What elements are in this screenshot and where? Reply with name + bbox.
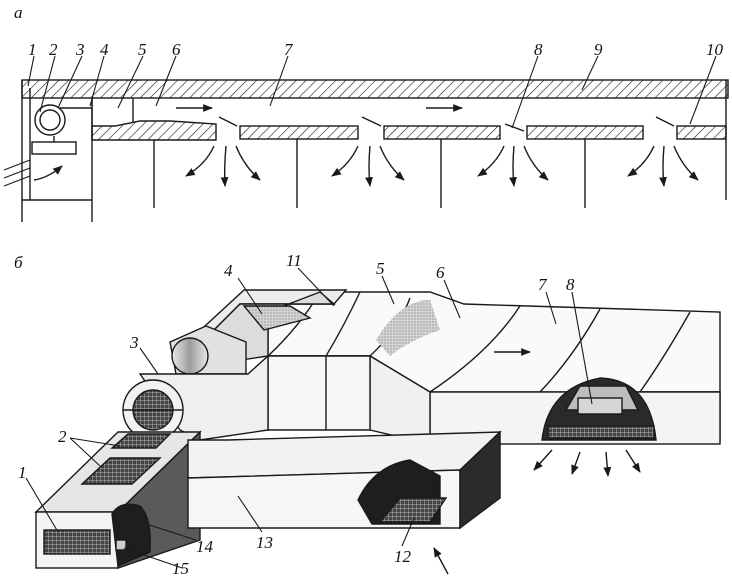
seg-line-2 xyxy=(325,291,361,357)
b-callout-11: 11 xyxy=(286,251,302,270)
fan-back-cylinder xyxy=(171,337,209,375)
heater-box xyxy=(31,141,77,155)
duct-plate-1 xyxy=(239,125,359,140)
damper-1 xyxy=(218,116,238,127)
b-callout-6: 6 xyxy=(436,263,445,282)
outlet-8-grille xyxy=(577,397,623,415)
damper-4 xyxy=(655,116,675,127)
seg-line-5 xyxy=(539,308,601,393)
a-callout-1: 1 xyxy=(28,40,37,59)
intake-1-grille xyxy=(43,529,111,555)
a-callout-5: 5 xyxy=(138,40,147,59)
damper-3 xyxy=(504,123,525,132)
return-duct-13-end xyxy=(459,430,501,530)
damper-15-handle xyxy=(115,539,127,551)
damper-2 xyxy=(361,116,382,127)
seg-line-4 xyxy=(429,305,521,393)
b-callout-15: 15 xyxy=(172,559,189,578)
b-callout-4: 4 xyxy=(224,261,233,280)
filter-2b xyxy=(110,433,172,449)
a-callout-3: 3 xyxy=(75,40,85,59)
fan-outer xyxy=(34,104,66,136)
seg-line-6 xyxy=(639,311,691,393)
intake-line-3 xyxy=(3,175,31,187)
duct-plate-2 xyxy=(383,125,501,140)
supply-arrows-3 xyxy=(477,145,549,187)
roof-slab xyxy=(21,79,729,99)
panel-a-letter: а xyxy=(14,3,23,22)
b-callout-2: 2 xyxy=(58,427,67,446)
panel-b-letter: б xyxy=(14,253,23,272)
duct-11-front xyxy=(267,355,371,431)
b-callout-7: 7 xyxy=(538,275,548,294)
a-callout-8: 8 xyxy=(534,40,543,59)
transition-plate xyxy=(91,120,217,141)
a-callout-6: 6 xyxy=(172,40,181,59)
b-callout-1: 1 xyxy=(18,463,27,482)
duct-plate-4 xyxy=(676,125,727,140)
b-callout-8: 8 xyxy=(566,275,575,294)
filter-2a xyxy=(80,457,162,485)
intake-line-1 xyxy=(3,159,31,171)
a-callout-9: 9 xyxy=(594,40,603,59)
transition-shade xyxy=(376,300,440,356)
b-callout-12: 12 xyxy=(394,547,412,566)
a-callout-10: 10 xyxy=(706,40,724,59)
return-arrow xyxy=(433,547,449,575)
supply-arrows-1 xyxy=(185,145,261,187)
panel-b-isometric: б xyxy=(14,251,721,578)
panel-a-section: а xyxy=(3,3,729,222)
a-callout-7: 7 xyxy=(284,40,294,59)
panel-a-leaders xyxy=(27,55,717,129)
panel-b-leaders xyxy=(25,267,593,569)
supply-arrows-4 xyxy=(627,145,699,187)
plenum-block xyxy=(138,354,269,441)
supply-arrows-2 xyxy=(331,145,405,187)
b-callout-13: 13 xyxy=(256,533,273,552)
duct-plate-3 xyxy=(526,125,644,140)
a-callout-2: 2 xyxy=(49,40,58,59)
intake-line-2 xyxy=(3,167,31,179)
grille-12 xyxy=(378,497,448,523)
intake-arrow xyxy=(33,165,63,181)
fan-inner xyxy=(39,109,61,131)
outlet-8-diffuser xyxy=(547,425,655,439)
b-callout-5: 5 xyxy=(376,259,385,278)
b-callout-3: 3 xyxy=(129,333,139,352)
b-callout-14: 14 xyxy=(196,537,214,556)
a-callout-4: 4 xyxy=(100,40,109,59)
outlet-8-arrows xyxy=(533,449,641,477)
